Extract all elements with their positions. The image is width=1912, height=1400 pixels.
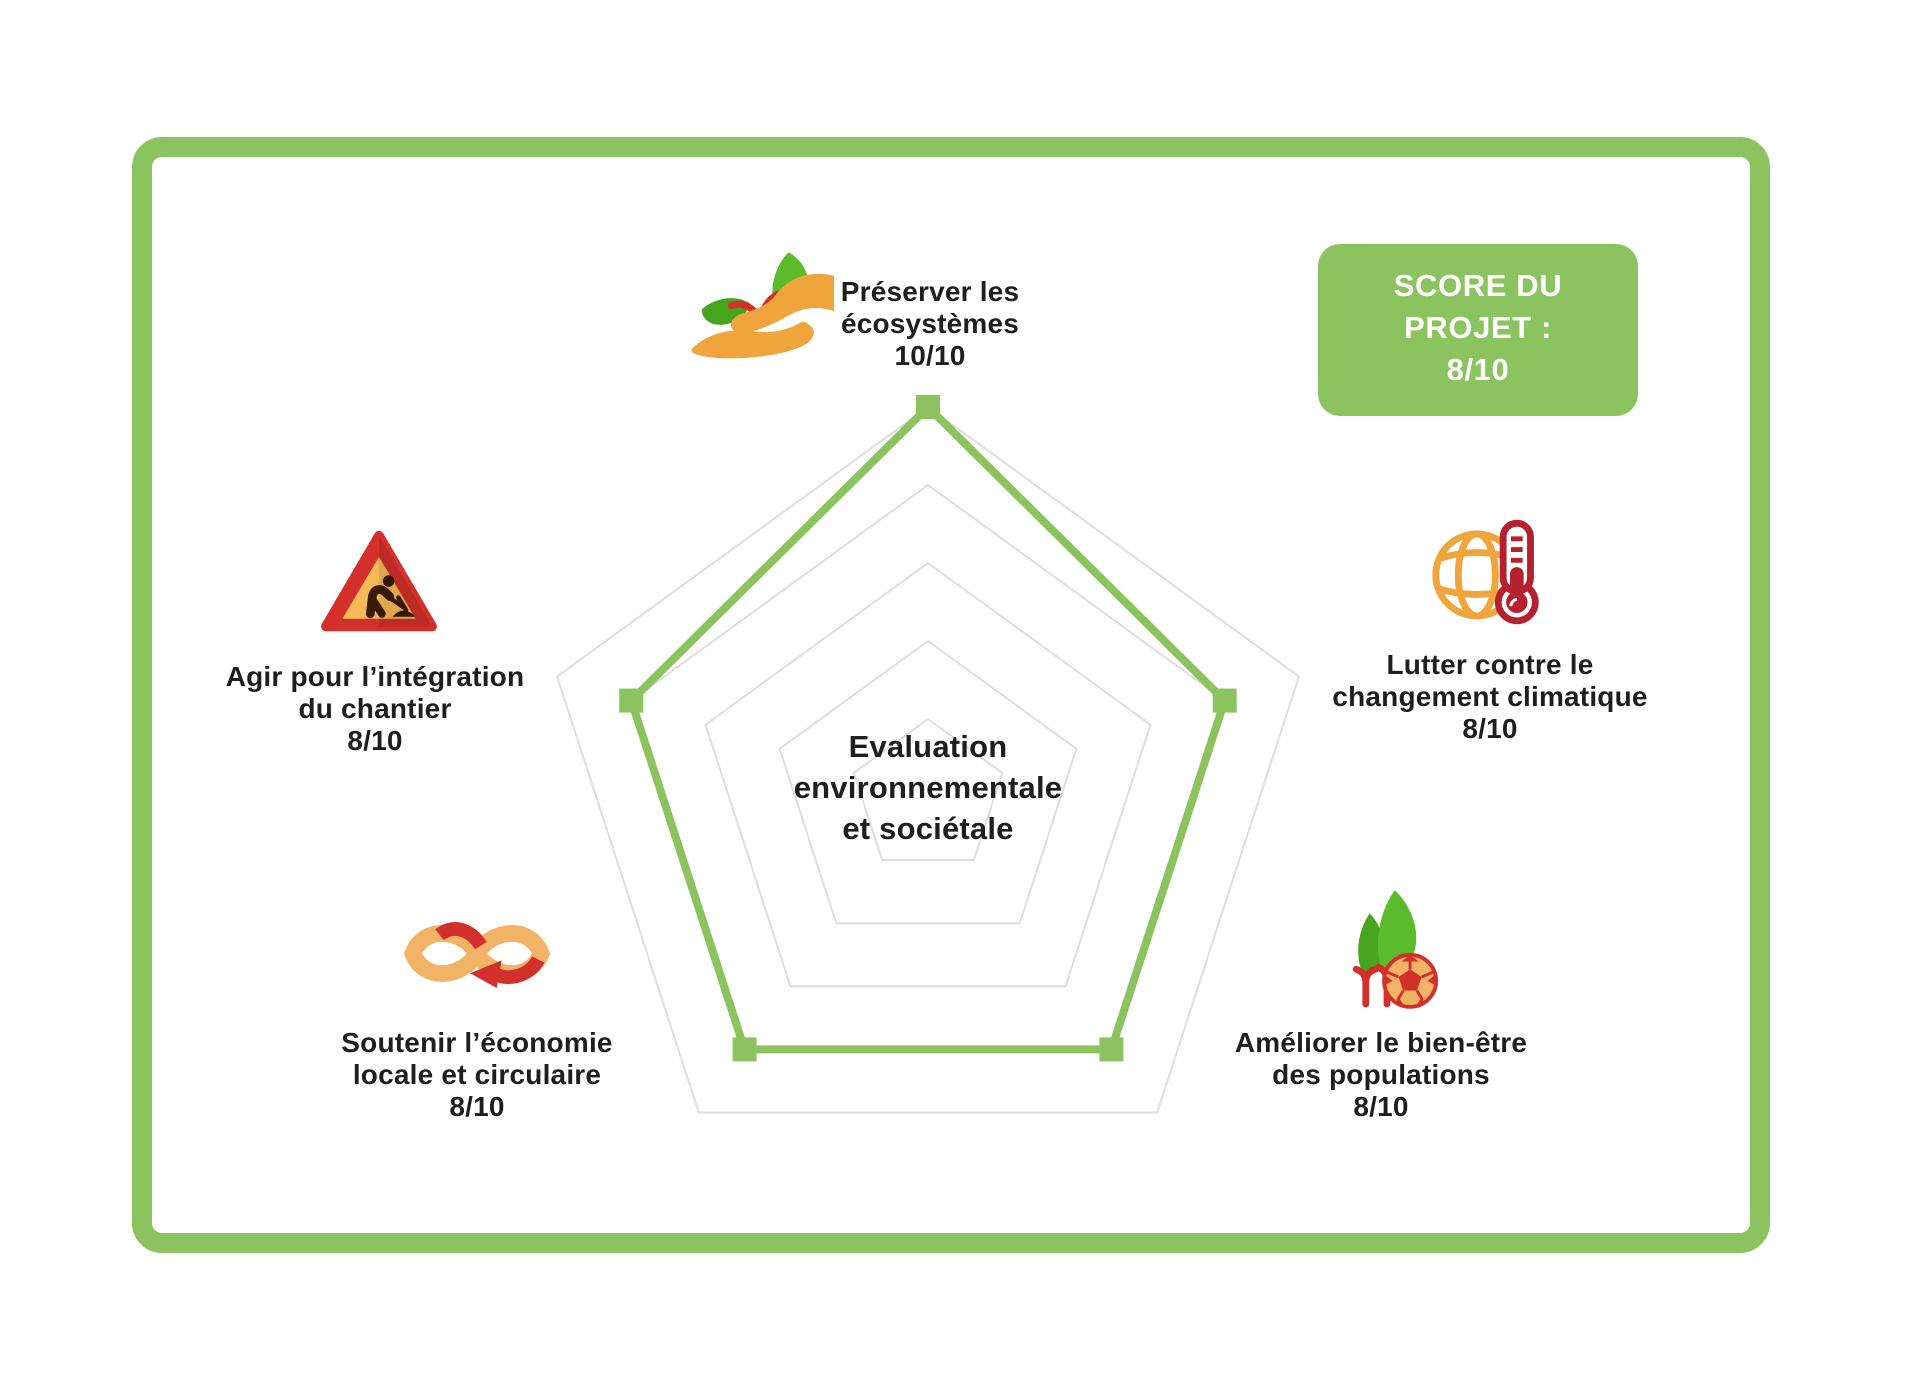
axis-label-line: Agir pour l’intégration bbox=[225, 661, 525, 692]
axis-label-line: Lutter contre le bbox=[1386, 649, 1594, 680]
radar-vertex-marker bbox=[1099, 1037, 1124, 1062]
radar-vertex-marker bbox=[619, 688, 644, 713]
axis-score: 8/10 bbox=[1462, 713, 1518, 744]
radar-vertex-marker bbox=[1212, 688, 1237, 713]
infinity-arrow-icon bbox=[403, 922, 551, 989]
axis-label-line: du chantier bbox=[298, 693, 452, 724]
radar-vertex-marker bbox=[916, 395, 940, 419]
axis-label-economie: Soutenir l’économie locale et circulaire… bbox=[341, 1027, 612, 1123]
chart-title: Evaluation environnementale et sociétale bbox=[668, 726, 1188, 849]
hand-plant-icon bbox=[691, 252, 835, 359]
chart-title-line: environnementale bbox=[793, 770, 1063, 805]
axis-label-line: Améliorer le bien-être bbox=[1234, 1027, 1528, 1058]
axis-score: 8/10 bbox=[1353, 1091, 1409, 1122]
leaves-soccer-ball-icon bbox=[1352, 890, 1439, 1009]
axis-label-chantier: Agir pour l’intégration du chantier 8/10 bbox=[226, 661, 525, 757]
axis-score: 8/10 bbox=[449, 1091, 505, 1122]
radar-vertex-marker bbox=[732, 1037, 757, 1062]
axis-label-climat: Lutter contre le changement climatique 8… bbox=[1332, 649, 1647, 745]
chart-title-line: et sociétale bbox=[842, 811, 1014, 846]
radar-series-polygon bbox=[627, 403, 1229, 1054]
chart-title-line: Evaluation bbox=[848, 729, 1008, 764]
axis-label-line: changement climatique bbox=[1332, 681, 1648, 712]
score-badge-line: 8/10 bbox=[1446, 352, 1510, 387]
radar-grid-ring bbox=[852, 717, 1004, 862]
page-border-frame bbox=[132, 137, 1770, 1253]
radar-grid-ring bbox=[778, 639, 1078, 925]
score-badge-line: SCORE DU bbox=[1393, 268, 1563, 303]
axis-label-line: Soutenir l’économie bbox=[341, 1027, 613, 1058]
globe-thermometer-icon bbox=[1432, 519, 1539, 625]
roadworks-sign-icon bbox=[321, 530, 437, 632]
axis-label-line: des populations bbox=[1272, 1059, 1490, 1090]
axis-label-line: écosystèmes bbox=[840, 308, 1020, 339]
axis-label-populations: Améliorer le bien-être des populations 8… bbox=[1235, 1027, 1527, 1123]
axis-score: 8/10 bbox=[347, 725, 403, 756]
axis-score: 10/10 bbox=[894, 340, 966, 371]
axis-label-line: Préserver les bbox=[840, 276, 1020, 307]
score-badge-line: PROJET : bbox=[1404, 310, 1552, 345]
radar-grid-ring bbox=[704, 561, 1152, 988]
radar-grid-ring bbox=[555, 405, 1301, 1114]
project-score-badge: SCORE DU PROJET : 8/10 bbox=[1318, 244, 1638, 416]
axis-label-ecosystemes: Préserver les écosystèmes 10/10 bbox=[841, 276, 1020, 372]
axis-label-line: locale et circulaire bbox=[352, 1059, 602, 1090]
